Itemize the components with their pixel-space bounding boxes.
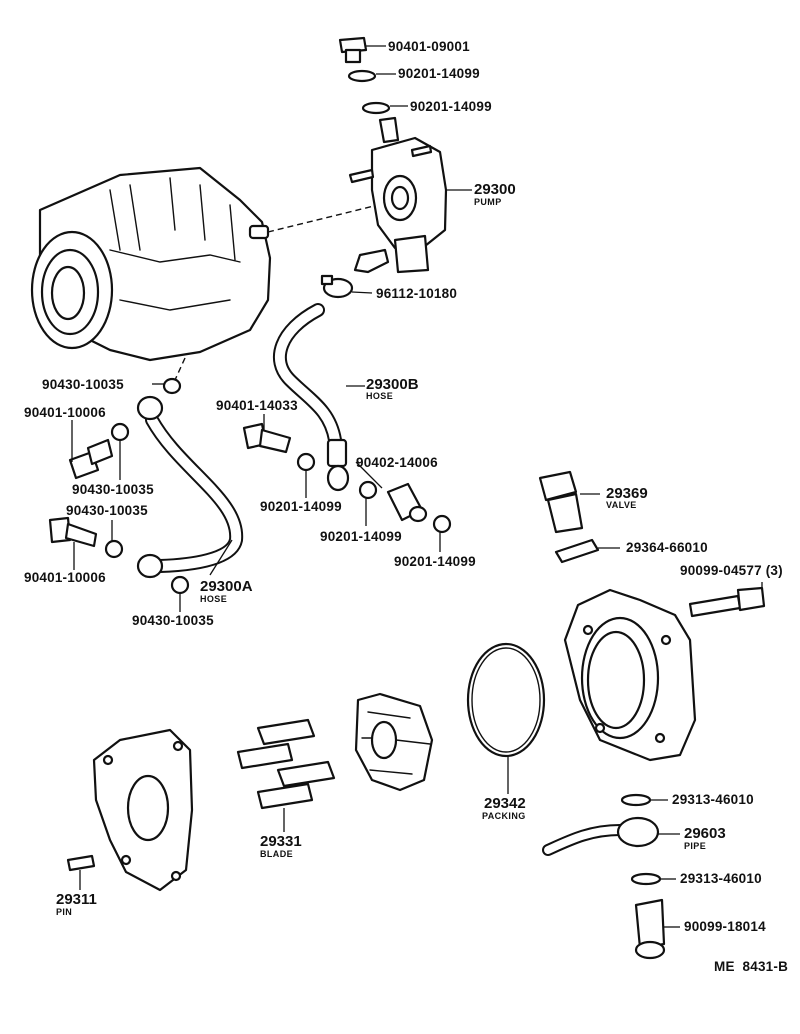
cover-plate — [92, 728, 194, 892]
label-29313-46010-b: 29313-46010 — [680, 871, 762, 886]
label-29300b: 29300B — [366, 376, 419, 393]
label-29300: 29300 — [474, 181, 516, 198]
banjo-fitting-29300b — [326, 438, 350, 492]
caption-hose-a: HOSE — [200, 594, 227, 604]
caption-pipe: PIPE — [684, 841, 706, 851]
washer-90430-10035-a — [162, 377, 182, 395]
banjo-fitting-29300a-bottom — [136, 553, 164, 579]
bolt-90401-10006-b — [48, 516, 98, 548]
washer-90430-10035-c — [104, 539, 124, 559]
label-29300a: 29300A — [200, 578, 253, 595]
leader-lines — [71, 45, 763, 928]
washer-90201-14099-d — [358, 480, 378, 500]
label-90430-10035-a: 90430-10035 — [42, 377, 124, 392]
label-29342: 29342 — [484, 795, 526, 812]
label-90201-14099-c: 90201-14099 — [260, 499, 342, 514]
vacuum-pump-29300 — [348, 116, 448, 274]
caption-pump: PUMP — [474, 197, 502, 207]
washer-90201-14099-second — [361, 101, 391, 115]
label-29603: 29603 — [684, 825, 726, 842]
label-90099-04577: 90099-04577 (3) — [680, 563, 783, 578]
label-29369: 29369 — [606, 485, 648, 502]
banjo-fitting-29300a-top — [136, 395, 164, 421]
label-29313-46010-a: 29313-46010 — [672, 792, 754, 807]
pin-29311 — [66, 854, 96, 872]
label-90430-10035-d: 90430-10035 — [132, 613, 214, 628]
bolt-90401-10006-a — [68, 438, 114, 480]
alignment-line — [267, 204, 379, 233]
caption-blade: BLADE — [260, 849, 293, 859]
rotor — [354, 692, 434, 792]
gasket-29364-66010 — [554, 538, 600, 564]
gasket-29313-46010-b — [630, 872, 662, 886]
bolt-90401-09001 — [338, 36, 368, 64]
pump-housing — [563, 588, 697, 762]
label-90430-10035-c: 90430-10035 — [66, 503, 148, 518]
washer-90201-14099-top — [347, 69, 377, 83]
pipe-29603-banjo — [616, 816, 660, 848]
clamp-96112-10180 — [320, 274, 354, 299]
valve-29369 — [538, 470, 584, 534]
label-90430-10035-b: 90430-10035 — [72, 482, 154, 497]
label-90201-14099-e: 90201-14099 — [394, 554, 476, 569]
alternator-illustration — [30, 166, 272, 362]
packing-29342 — [466, 642, 546, 758]
alignment-line-2 — [174, 357, 186, 381]
union-bolt-90402-14006 — [386, 482, 428, 523]
label-96112-10180: 96112-10180 — [376, 286, 457, 301]
label-90201-14099-d: 90201-14099 — [320, 529, 402, 544]
label-90401-14033: 90401-14033 — [216, 398, 298, 413]
label-90402-14006: 90402-14006 — [356, 455, 438, 470]
label-90099-18014: 90099-18014 — [684, 919, 766, 934]
label-90401-10006-b: 90401-10006 — [24, 570, 106, 585]
bolt-90099-04577 — [688, 586, 766, 618]
label-29364-66010: 29364-66010 — [626, 540, 708, 555]
washer-90430-10035-d — [170, 575, 190, 595]
caption-hose-b: HOSE — [366, 391, 393, 401]
washer-90430-10035-b — [110, 422, 130, 442]
washer-90201-14099-e — [432, 514, 452, 534]
label-29331: 29331 — [260, 833, 302, 850]
gasket-29313-46010-a — [620, 793, 652, 807]
label-29311: 29311 — [56, 891, 97, 908]
label-90201-14099-b: 90201-14099 — [410, 99, 492, 114]
blades-29331 — [236, 718, 336, 810]
washer-90201-14099-c — [296, 452, 316, 472]
drawing-reference: ME 8431-B — [714, 959, 788, 974]
bolt-90401-14033 — [242, 422, 292, 454]
label-90201-14099-a: 90201-14099 — [398, 66, 480, 81]
caption-packing: PACKING — [482, 811, 526, 821]
label-90401-09001: 90401-09001 — [388, 39, 470, 54]
union-bolt-90099-18014 — [634, 898, 666, 960]
label-90401-10006-a: 90401-10006 — [24, 405, 106, 420]
caption-pin: PIN — [56, 907, 72, 917]
caption-valve: VALVE — [606, 500, 637, 510]
